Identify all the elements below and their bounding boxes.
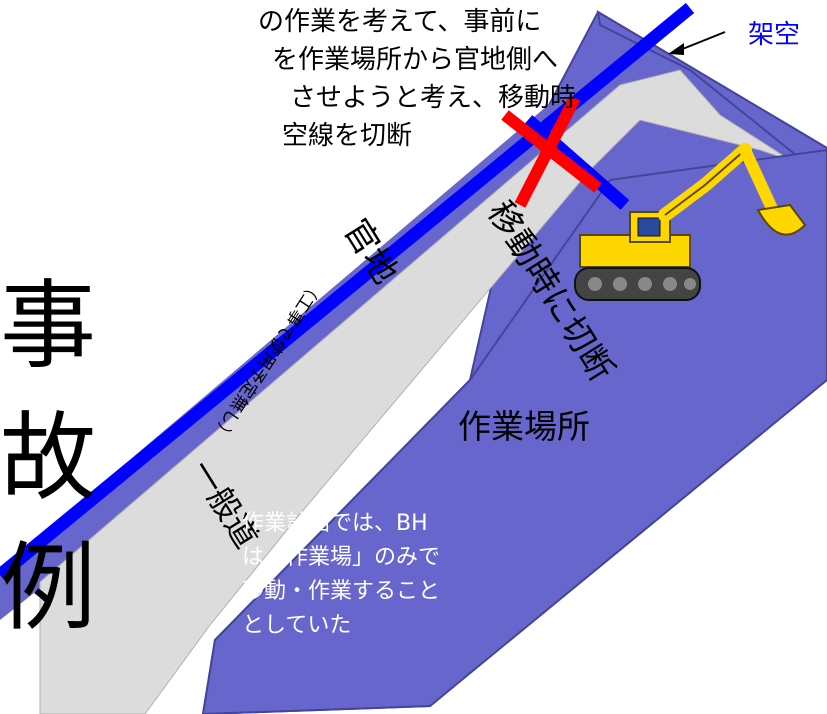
- branch-wire: [523, 115, 630, 210]
- plan-note-line-4: としていた: [242, 613, 352, 638]
- intro-line-2: を作業場所から官地側へ: [272, 45, 559, 75]
- overhead-label-pointer: [679, 31, 726, 51]
- intro-line-1: の作業を考えて、事前に: [258, 7, 542, 37]
- excavator-icon: [574, 143, 807, 301]
- plan-note-line-2: は「作業場」のみで: [242, 545, 441, 570]
- plan-note-line-3: 移動・作業すること: [242, 579, 441, 604]
- pointer-arrowhead: [668, 43, 684, 55]
- overhead-line-label: 架空: [748, 20, 801, 50]
- general-road-region: [39, 69, 791, 714]
- big-char-3: 例: [0, 532, 96, 644]
- big-char-1: 事: [0, 270, 96, 382]
- intro-line-4: 空線を切断: [282, 121, 413, 151]
- work-site-label: 作業場所: [458, 407, 590, 446]
- work-area-upper-region: [596, 10, 827, 182]
- big-char-2: 故: [0, 402, 96, 514]
- intro-line-3: させようと考え、移動時: [290, 83, 577, 113]
- plan-note-line-1: 作業計画では、BH: [242, 511, 428, 536]
- cut-mark-icon: [501, 95, 602, 208]
